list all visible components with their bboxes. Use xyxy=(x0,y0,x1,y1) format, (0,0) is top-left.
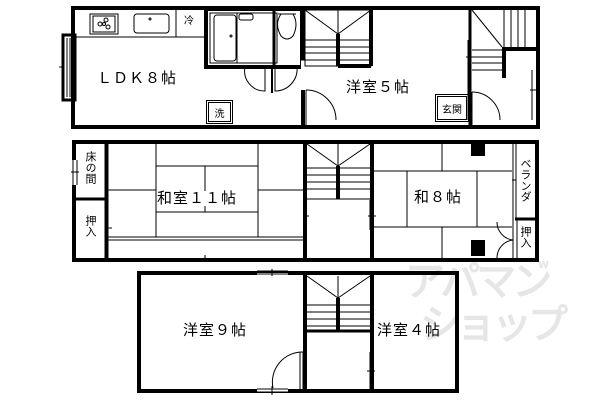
stairs-1f-a xyxy=(304,9,373,68)
fridge-label: 冷 xyxy=(184,16,194,27)
washer-label: 洗 xyxy=(206,100,233,124)
room-label-western-5: 洋室５帖 xyxy=(346,78,411,96)
floor-1 xyxy=(59,6,540,129)
tatami-11 xyxy=(108,144,304,241)
stairs-1f-b xyxy=(471,9,537,78)
stove-icon xyxy=(97,17,111,30)
sink-icon xyxy=(133,13,170,34)
room-label-japanese-11: 和室１１帖 xyxy=(157,189,238,207)
tokonoma-label: 床の間 xyxy=(84,151,97,184)
room-label-western-9: 洋室９帖 xyxy=(183,321,248,339)
watermark-line2: ショップ xyxy=(420,302,568,348)
bathtub-icon xyxy=(213,14,237,62)
toilet-icon xyxy=(277,13,297,40)
stairs-3f xyxy=(306,275,371,333)
watermark-small: w xyxy=(538,257,550,271)
entrance-label: 玄関 xyxy=(435,94,469,122)
pillar xyxy=(471,240,485,256)
room-label-japanese-8: 和８帖 xyxy=(414,188,463,206)
room-label-western-4: 洋室４帖 xyxy=(377,321,442,339)
veranda-label: ベランダ xyxy=(519,158,532,202)
bathtub-area xyxy=(209,12,278,64)
floor-3 xyxy=(137,269,459,395)
stairs-2f xyxy=(306,143,371,200)
closet-right-label: 押入 xyxy=(519,226,532,248)
closet-left-label: 押入 xyxy=(84,215,97,237)
watermark-line1: アパマン xyxy=(405,259,552,305)
floor-2 xyxy=(71,140,539,262)
room-label-ldk: ＬＤＫ８帖 xyxy=(97,69,178,87)
tatami-8 xyxy=(372,144,512,258)
pillar xyxy=(471,144,485,156)
